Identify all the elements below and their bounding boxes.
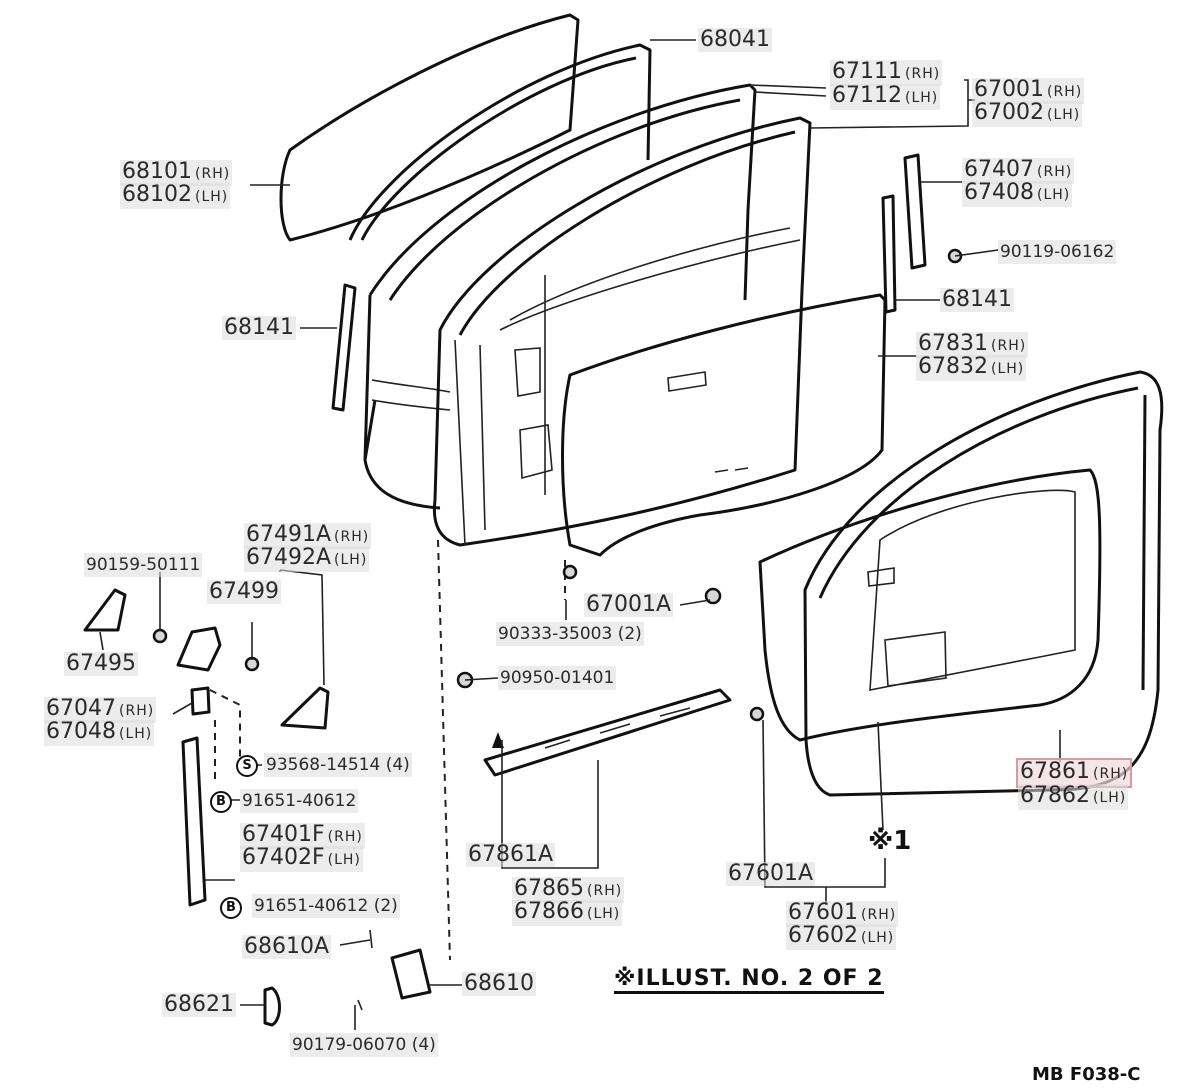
service-hole-cover	[561, 293, 887, 557]
door-frame-outer	[363, 83, 757, 510]
hinge-plug	[263, 986, 281, 1027]
label-67601: 67601(RH)	[786, 900, 899, 927]
mirror-cover-left	[83, 588, 127, 632]
label-68102: 68102(LH)	[120, 182, 231, 209]
door-glass	[279, 13, 580, 242]
front-channel-bracket	[190, 686, 211, 716]
label-67499: 67499	[207, 579, 281, 604]
label-67601A: 67601A	[726, 861, 816, 886]
label-67491A: 67491A(RH)	[244, 522, 372, 549]
label-90159-50111: 90159-50111	[84, 553, 203, 577]
label-67048: 67048(LH)	[44, 719, 155, 746]
label-67001A: 67001A	[584, 592, 674, 617]
label-67832: 67832(LH)	[916, 354, 1027, 381]
label-67408: 67408(LH)	[962, 180, 1073, 207]
door-trim-panel	[758, 468, 1102, 742]
belt-moulding-right-upper	[903, 153, 927, 270]
label-90119-06162: 90119-06162	[998, 240, 1117, 264]
door-shell	[432, 116, 812, 547]
callout-mark-1: ※1	[868, 826, 912, 856]
sheet-code: MB F038-C	[1032, 1064, 1141, 1085]
belt-moulding-right-lower	[881, 194, 897, 314]
label-67831: 67831(RH)	[916, 331, 1029, 358]
belt-moulding-outer	[483, 688, 732, 777]
fastener	[562, 564, 578, 580]
label-67111: 67111(RH)	[830, 59, 943, 86]
label-90950-01401: 90950-01401	[498, 666, 617, 690]
label-67001: 67001(RH)	[972, 77, 1085, 104]
bolt-s-symbol: S	[236, 755, 258, 777]
label-68610: 68610	[462, 971, 536, 996]
label-91651-40612-2: 91651-40612 (2)	[252, 894, 400, 918]
label-67401F: 67401F(RH)	[240, 822, 365, 849]
label-91651-40612: 91651-40612	[240, 789, 359, 813]
label-67862: 67862(LH)	[1018, 783, 1129, 810]
leader-lines	[99, 39, 1061, 1030]
label-67112: 67112(LH)	[830, 83, 941, 110]
division-bar-left	[331, 283, 357, 412]
label-67602: 67602(LH)	[786, 923, 897, 950]
label-67865: 67865(RH)	[512, 876, 625, 903]
label-67492A: 67492A(LH)	[244, 545, 370, 572]
glass-run-channel	[348, 43, 652, 241]
label-67495: 67495	[64, 651, 138, 676]
label-67407: 67407(RH)	[962, 157, 1075, 184]
label-93568-14514: 93568-14514 (4)	[264, 753, 412, 777]
label-68621: 68621	[162, 992, 236, 1017]
window-regulator-channel	[181, 736, 207, 907]
label-68141-left: 68141	[222, 315, 296, 340]
label-67002: 67002(LH)	[972, 100, 1083, 127]
door-weatherstrip	[803, 370, 1164, 797]
label-67866: 67866(LH)	[512, 899, 623, 926]
label-67047: 67047(RH)	[44, 696, 157, 723]
bolt-b-symbol: B	[210, 791, 232, 813]
door-hinge	[390, 948, 432, 1000]
label-68041: 68041	[698, 27, 772, 52]
mirror-cover-right	[280, 686, 330, 730]
label-90179-06070: 90179-06070 (4)	[290, 1033, 438, 1057]
illustration-note: ※ILLUST. NO. 2 OF 2	[614, 966, 884, 994]
label-67861-highlighted[interactable]: 67861(RH)	[1015, 758, 1133, 788]
label-90333-35003: 90333-35003 (2)	[496, 622, 644, 646]
label-68101: 68101(RH)	[120, 159, 233, 186]
label-68141-right: 68141	[940, 287, 1014, 312]
label-67402F: 67402F(LH)	[240, 845, 363, 872]
label-67861A: 67861A	[466, 842, 556, 867]
mirror-base	[176, 626, 222, 672]
label-68610A: 68610A	[242, 934, 332, 959]
bolt-b-symbol-2: B	[220, 897, 242, 919]
